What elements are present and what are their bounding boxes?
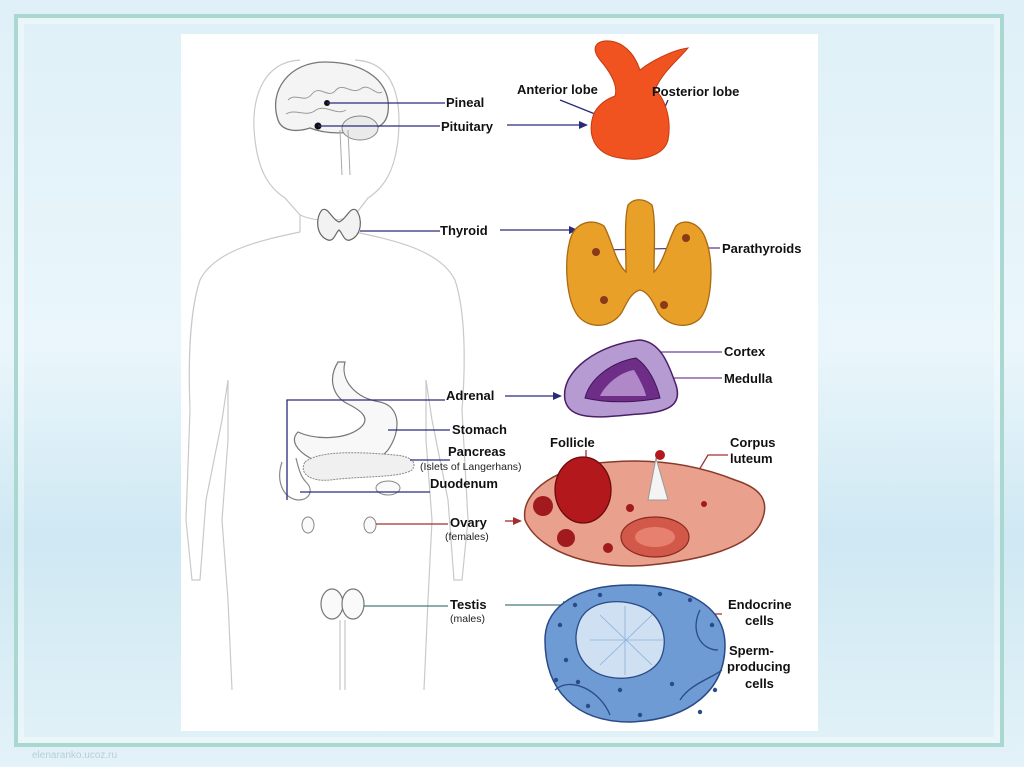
pituitary-gland-icon bbox=[590, 40, 690, 160]
label-sperm: Sperm- bbox=[729, 643, 774, 658]
label-pituitary: Pituitary bbox=[441, 119, 494, 134]
label-anterior-lobe: Anterior lobe bbox=[517, 82, 598, 97]
label-females: (females) bbox=[445, 531, 489, 543]
thyroid-icon bbox=[317, 208, 361, 241]
watermark-text: elenaranko.ucoz.ru bbox=[32, 750, 118, 761]
brain-icon bbox=[274, 61, 389, 176]
label-posterior-lobe: Posterior lobe bbox=[652, 84, 739, 99]
label-medulla: Medulla bbox=[724, 371, 773, 386]
label-sperm-cells: cells bbox=[745, 676, 774, 691]
label-pancreas: Pancreas bbox=[448, 444, 506, 459]
label-endocrine: Endocrine bbox=[728, 597, 792, 612]
label-endocrine-cells: cells bbox=[745, 613, 774, 628]
label-testis: Testis bbox=[450, 597, 487, 612]
pancreas-icon bbox=[279, 452, 415, 501]
label-producing: producing bbox=[727, 659, 791, 674]
label-luteum: luteum bbox=[730, 451, 773, 466]
label-males: (males) bbox=[450, 613, 485, 625]
label-cortex: Cortex bbox=[724, 344, 766, 359]
stomach-icon bbox=[293, 361, 398, 467]
label-stomach: Stomach bbox=[452, 422, 507, 437]
labels: Pineal Pituitary Anterior lobe Posterior… bbox=[420, 82, 801, 691]
label-thyroid: Thyroid bbox=[440, 223, 488, 238]
testis-organ-icon bbox=[544, 584, 726, 723]
label-ovary: Ovary bbox=[450, 515, 488, 530]
label-follicle: Follicle bbox=[550, 435, 595, 450]
ovary-left-icon bbox=[301, 516, 315, 534]
label-parathyroids: Parathyroids bbox=[722, 241, 801, 256]
label-pineal: Pineal bbox=[446, 95, 484, 110]
ovary-organ-icon bbox=[523, 450, 766, 567]
ovary-right-icon bbox=[363, 516, 377, 534]
label-islets: (Islets of Langerhans) bbox=[420, 461, 522, 473]
label-adrenal: Adrenal bbox=[446, 388, 494, 403]
slide-frame bbox=[14, 14, 1004, 747]
label-duodenum: Duodenum bbox=[430, 476, 498, 491]
testes-icon bbox=[320, 588, 365, 690]
label-corpus: Corpus bbox=[730, 435, 776, 450]
adrenal-gland-icon bbox=[563, 339, 679, 418]
thyroid-gland-icon bbox=[566, 199, 712, 326]
